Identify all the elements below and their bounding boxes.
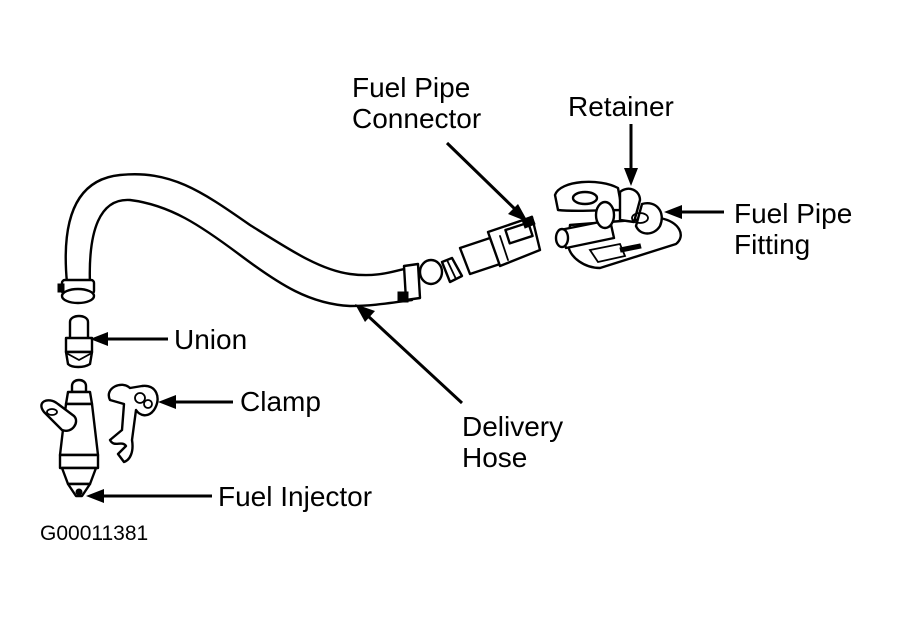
label-union: Union bbox=[174, 324, 248, 355]
clamp bbox=[107, 383, 159, 464]
arrow-union bbox=[90, 332, 168, 346]
arrow-retainer bbox=[624, 124, 638, 186]
arrow-fuel-pipe-connector bbox=[445, 141, 528, 222]
arrow-clamp bbox=[158, 395, 233, 409]
label-fuel-injector: Fuel Injector bbox=[218, 481, 373, 512]
fuel-pipe-connector bbox=[418, 215, 542, 286]
union bbox=[64, 314, 94, 369]
arrow-fuel-pipe-fitting bbox=[664, 205, 724, 219]
label-fuel-pipe-fitting-line1: Fuel Pipe bbox=[734, 198, 853, 229]
label-retainer: Retainer bbox=[568, 91, 674, 122]
delivery-hose bbox=[57, 173, 422, 308]
label-clamp: Clamp bbox=[240, 386, 321, 417]
label-fuel-pipe-connector: Fuel Pipe Connector bbox=[352, 72, 481, 134]
arrow-fuel-injector bbox=[86, 489, 212, 503]
arrow-delivery-hose bbox=[355, 304, 464, 405]
label-delivery-hose-line1: Delivery bbox=[462, 411, 564, 442]
fuel-injector bbox=[40, 378, 100, 498]
figure-code: G00011381 bbox=[40, 522, 149, 545]
label-fuel-pipe-connector-line2: Connector bbox=[352, 103, 482, 134]
label-fuel-pipe-connector-line1: Fuel Pipe bbox=[352, 72, 471, 103]
fuel-pipe-fitting bbox=[553, 180, 682, 270]
label-fuel-pipe-fitting-line2: Fitting bbox=[734, 229, 811, 260]
label-delivery-hose: Delivery Hose bbox=[462, 411, 563, 473]
label-fuel-pipe-fitting: Fuel Pipe Fitting bbox=[734, 198, 852, 260]
label-delivery-hose-line2: Hose bbox=[462, 442, 528, 473]
